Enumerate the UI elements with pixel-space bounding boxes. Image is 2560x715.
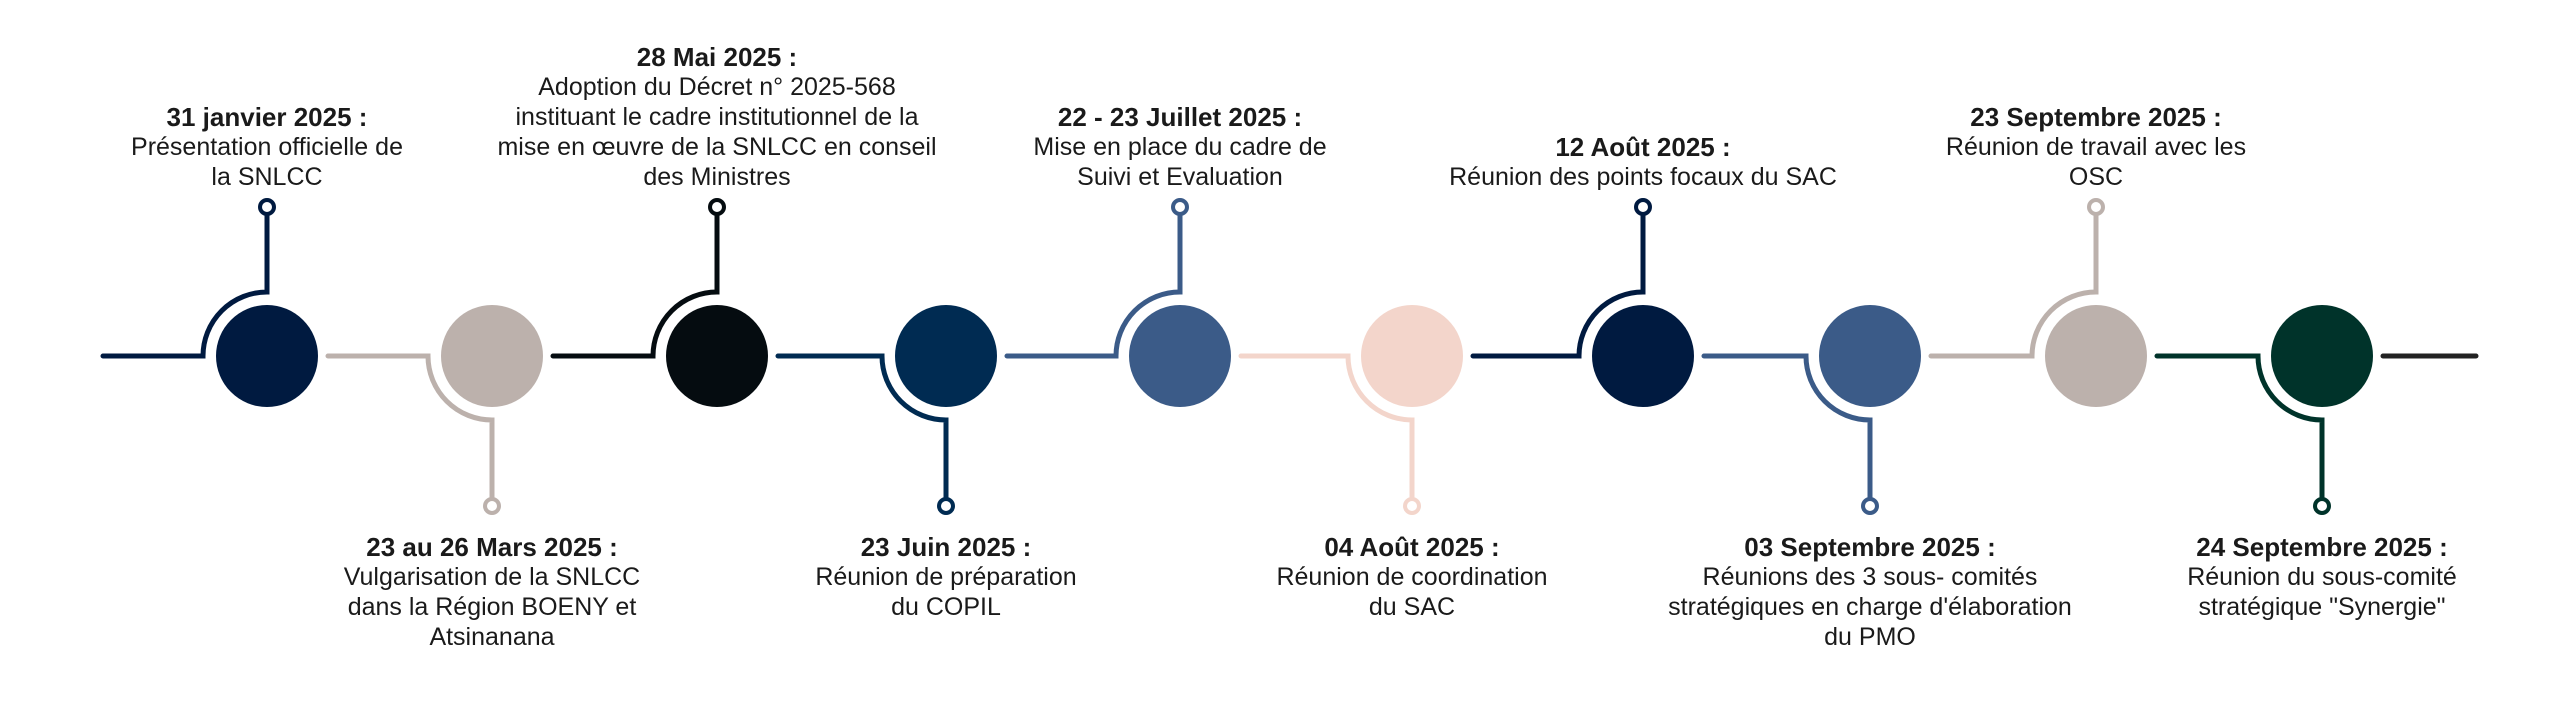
milestone-date: 23 Septembre 2025 : [1970,102,2222,132]
milestone-circle [1129,305,1231,407]
milestone-circle [1592,305,1694,407]
connector-line [325,353,495,502]
connector-line [100,211,270,359]
milestone-date: 04 Août 2025 : [1324,532,1500,562]
milestone-label: 12 Août 2025 :Réunion des points focaux … [1383,132,1903,192]
milestone-description: du COPIL [891,593,1001,621]
pin-marker [2087,198,2105,216]
connector-line [2154,353,2325,502]
milestone-description: Présentation officielle de [131,133,403,161]
connector-line [775,353,949,502]
pin-marker [483,497,501,515]
pin-marker [1861,497,1879,515]
milestone-description: des Ministres [643,163,791,191]
milestone-date: 22 - 23 Juillet 2025 : [1057,102,1303,132]
milestone-circle [2045,305,2147,407]
pin-marker [1634,198,1652,216]
milestone-description: mise en œuvre de la SNLCC en conseil [497,133,937,161]
milestone-label: 22 - 23 Juillet 2025 :Mise en place du c… [920,102,1440,192]
milestone-circle [441,305,543,407]
pin-marker [2313,497,2331,515]
milestone-date: 28 Mai 2025 : [636,42,798,72]
milestone-description: Mise en place du cadre de [1033,133,1327,161]
milestone-description: OSC [2068,163,2124,191]
milestone-description: dans la Région BOENY et [347,593,637,621]
pin-marker [937,497,955,515]
connector-line [550,211,720,359]
milestone-description: Réunion de travail avec les [1945,133,2247,161]
milestone-date: 03 Septembre 2025 : [1744,532,1996,562]
milestone-date: 12 Août 2025 : [1555,132,1731,162]
milestone-label: 24 Septembre 2025 :Réunion du sous-comit… [2062,532,2560,622]
milestone-circle [895,305,997,407]
milestone-description: instituant le cadre institutionnel de la [515,103,919,131]
pin-marker [1403,497,1421,515]
milestone-description: Réunions des 3 sous- comités [1702,563,2038,591]
milestone-date: 23 au 26 Mars 2025 : [366,532,618,562]
milestone-circle [1819,305,1921,407]
milestone-description: Réunion de coordination [1276,563,1548,591]
milestone-description: stratégique "Synergie" [2198,593,2446,621]
connector-line [1701,353,1873,502]
milestone-description: Suivi et Evaluation [1077,163,1283,191]
milestone-date: 31 janvier 2025 : [166,102,368,132]
milestone-label: 28 Mai 2025 :Adoption du Décret n° 2025-… [457,42,977,192]
milestone-label: 03 Septembre 2025 :Réunions des 3 sous- … [1610,532,2130,652]
pin-marker [708,198,726,216]
milestone-description: Adoption du Décret n° 2025-568 [538,73,896,101]
connector-line [1004,211,1183,359]
milestone-circle [666,305,768,407]
milestone-description: stratégiques en charge d'élaboration [1668,593,2072,621]
milestone-description: la SNLCC [211,163,323,191]
connector-line [1470,211,1646,359]
milestone-description: Vulgarisation de la SNLCC [343,563,641,591]
connector-line [1238,353,1415,502]
milestone-circle [216,305,318,407]
milestone-label: 31 janvier 2025 :Présentation officielle… [7,102,527,192]
milestone-description: Réunion du sous-comité [2187,563,2457,591]
milestone-description: Réunion des points focaux du SAC [1449,163,1837,191]
milestone-description: Atsinanana [429,623,555,651]
pin-marker [258,198,276,216]
milestone-label: 23 Septembre 2025 :Réunion de travail av… [1836,102,2356,192]
milestone-description: Réunion de préparation [815,563,1077,591]
milestone-label: 23 au 26 Mars 2025 :Vulgarisation de la … [232,532,752,652]
milestone-description: du SAC [1368,593,1456,621]
milestone-circle [2271,305,2373,407]
milestone-date: 24 Septembre 2025 : [2196,532,2448,562]
pin-marker [1171,198,1189,216]
connector-line [1928,211,2099,359]
milestone-circle [1361,305,1463,407]
milestone-date: 23 Juin 2025 : [860,532,1032,562]
milestone-description: du PMO [1824,623,1916,651]
